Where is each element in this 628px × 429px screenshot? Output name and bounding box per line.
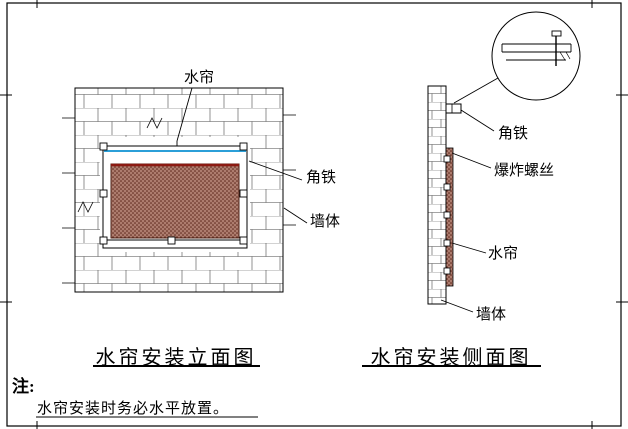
side-wall — [427, 85, 447, 305]
anchor-plates — [99, 142, 248, 245]
label-wall-front: 墙体 — [310, 214, 341, 230]
break-mark-2 — [77, 201, 94, 213]
leader-wall-side — [440, 299, 474, 313]
front-view-drawing — [62, 87, 308, 367]
expansion-bolts — [443, 155, 451, 275]
label-angle-iron-front: 角铁 — [306, 170, 337, 186]
angle-iron-bracket — [446, 103, 462, 114]
leader-expansion-bolt — [451, 152, 492, 169]
side-view-title: 水帘安装侧面图 — [370, 347, 532, 369]
label-water-curtain-side: 水帘 — [488, 246, 519, 262]
page-border — [6, 2, 622, 427]
water-curtain-panel — [110, 163, 240, 239]
note-text: 水帘安装时务必水平放置。 — [37, 401, 230, 417]
leader-water-curtain-side — [451, 242, 487, 254]
side-view-drawing — [362, 11, 581, 367]
detail-circle-content — [501, 30, 572, 66]
label-angle-iron-side: 角铁 — [498, 126, 529, 142]
leader-detail-circle — [453, 77, 499, 104]
wall-edge-ticks — [62, 114, 296, 284]
detail-circle — [491, 11, 581, 101]
label-expansion-bolt: 爆炸螺丝 — [494, 163, 555, 179]
leader-angle-iron-front — [248, 160, 303, 181]
label-wall-side: 墙体 — [476, 307, 507, 323]
leader-angle-iron-side — [460, 109, 495, 132]
label-water-curtain-front: 水帘 — [184, 70, 215, 86]
leader-wall-front — [283, 207, 308, 224]
front-view-title: 水帘安装立面图 — [95, 347, 257, 369]
break-mark-1 — [146, 117, 163, 129]
leader-water-curtain-front — [176, 87, 225, 146]
note-label: 注: — [12, 377, 35, 396]
